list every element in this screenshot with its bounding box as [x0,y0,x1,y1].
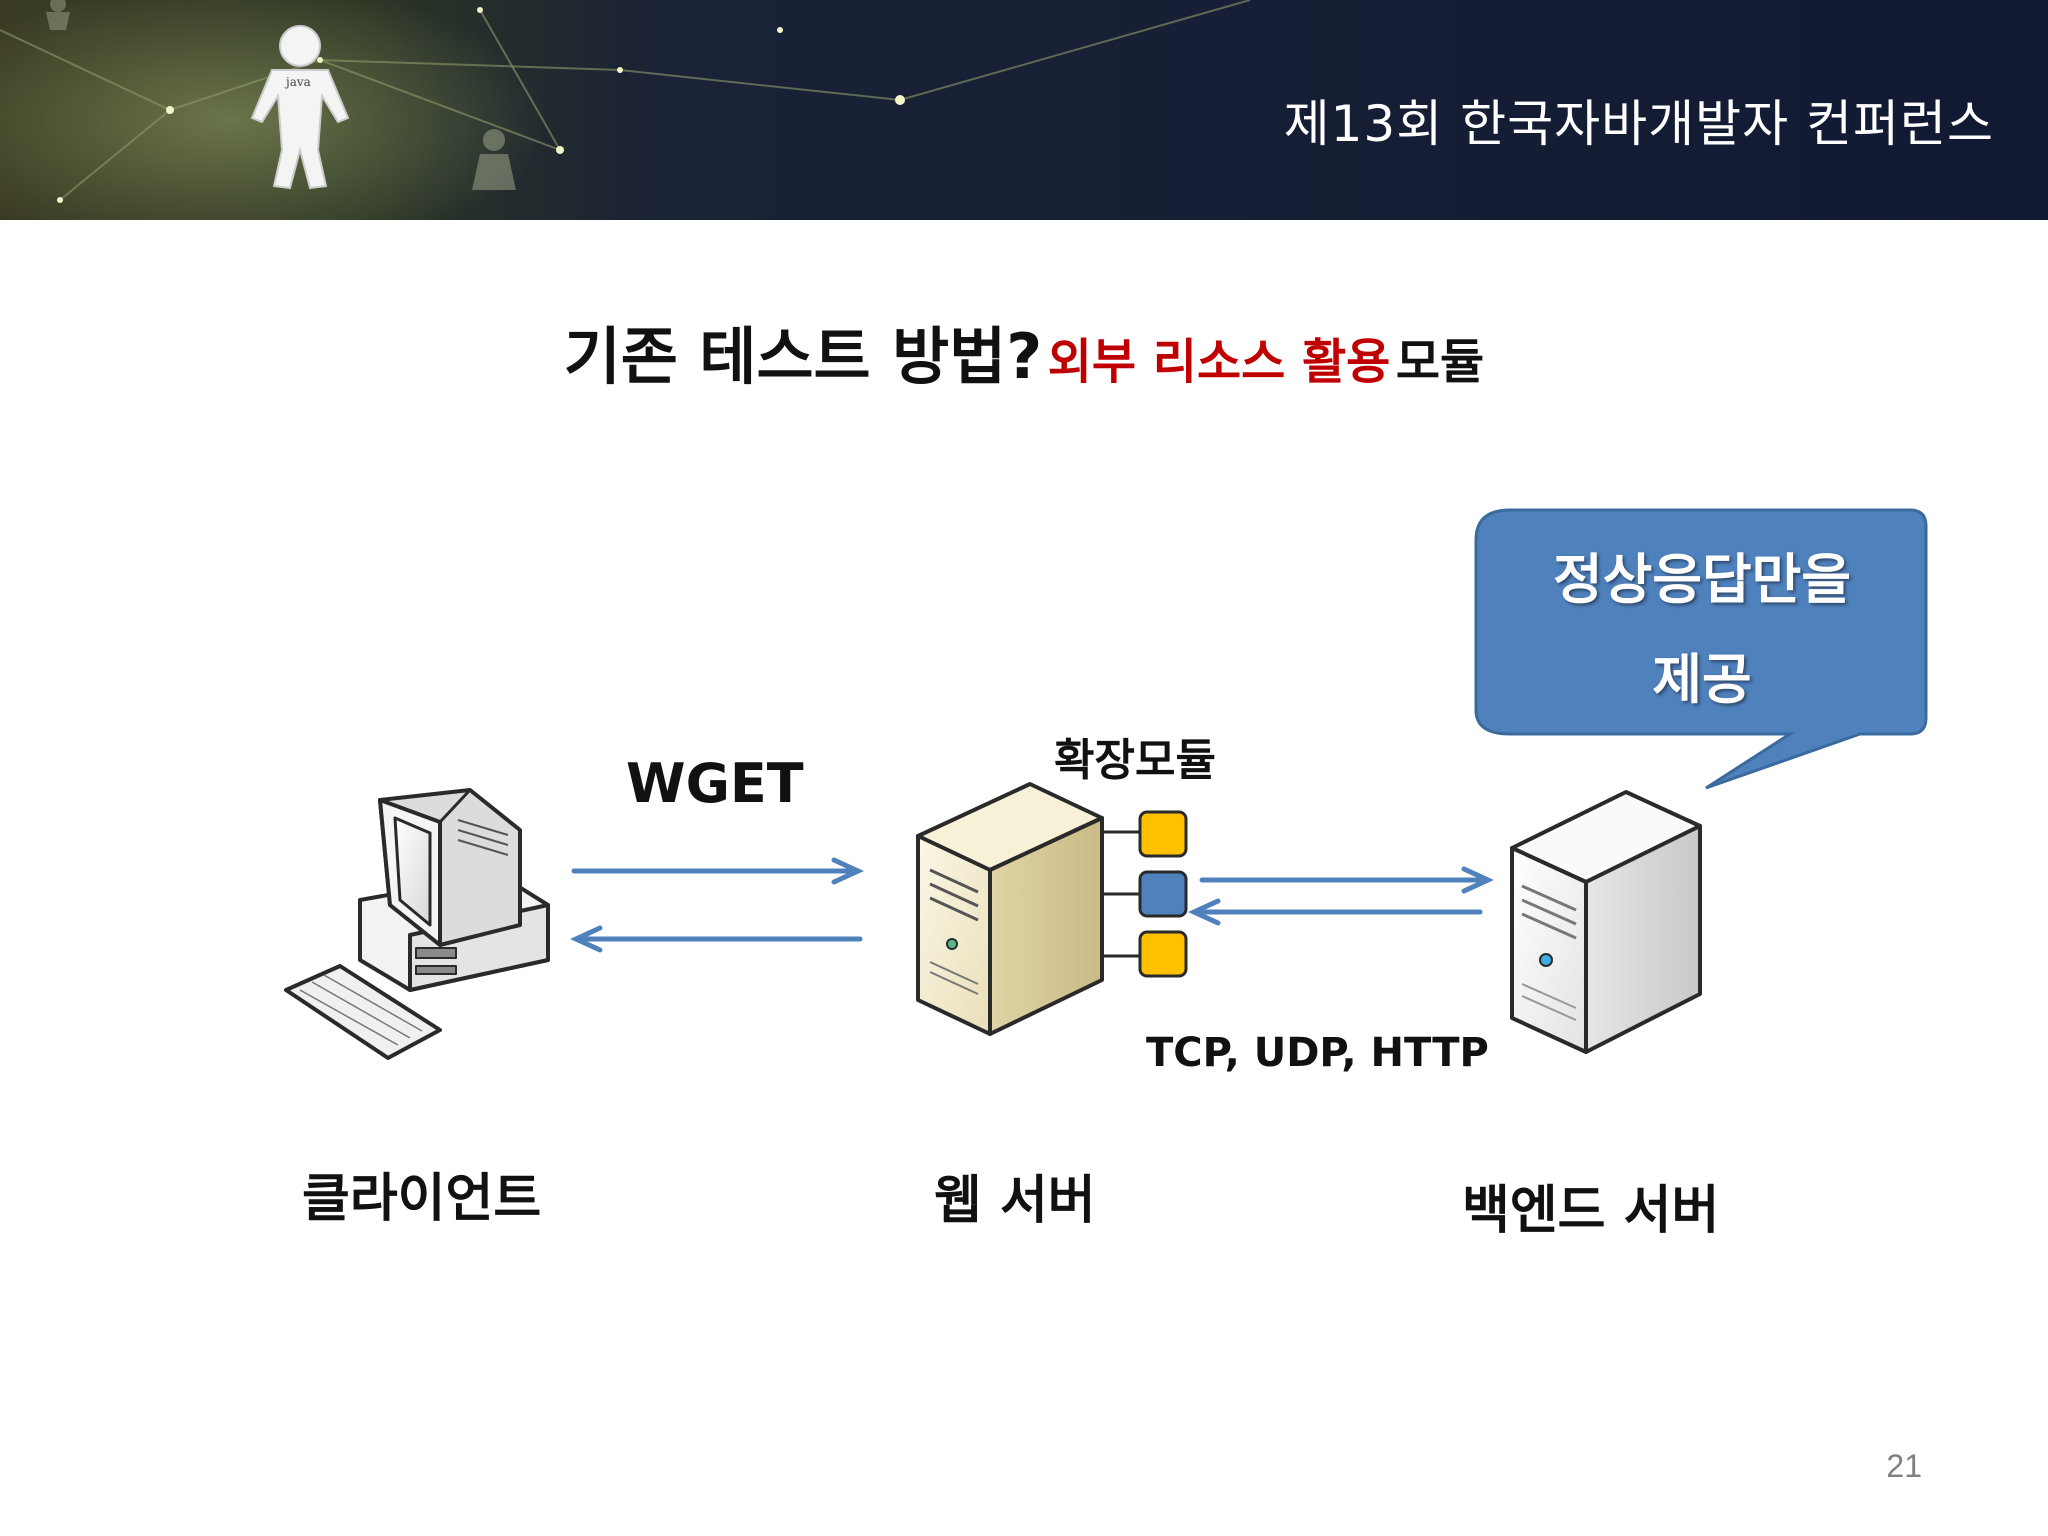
mascot-text: java [284,75,311,89]
client-web-arrows [569,857,865,953]
extension-modules [1102,810,1188,978]
web-backend-arrows [1187,866,1495,926]
constellation-lines [0,0,1251,201]
client-computer-icon [284,788,550,1060]
client-label: 클라이언트 [302,1169,542,1229]
heading-highlight: 외부 리소스 활용 [1047,334,1391,390]
callout-line-1: 정상응답만을 [1552,548,1852,611]
page-number: 21 [1886,1448,1922,1484]
web-server-icon [916,782,1104,1036]
callout-bubble [1474,508,1928,790]
slide-heading: 기존 테스트 방법? 외부 리소스 활용 모듈 [0,306,2048,396]
callout-line-2: 제공 [1652,648,1752,711]
faint-figure-icon-2 [46,0,70,30]
heading-main: 기존 테스트 방법? [563,320,1043,393]
stars [57,7,905,203]
java-mascot-icon [250,25,350,190]
callout-text: 정상응답만을 제공 [1478,530,1926,730]
header-banner: java [0,0,2048,220]
extension-module-label: 확장모듈 [1054,735,1216,786]
faint-figure-icon [472,129,516,190]
extension-module-3 [1138,930,1188,978]
conference-title: 제13회 한국자바개발자 컨퍼런스 [1283,95,1994,153]
wget-label: WGET [626,752,804,815]
backend-server-icon [1510,790,1702,1054]
backend-server-label: 백엔드 서버 [1462,1181,1720,1241]
web-server-label: 웹 서버 [934,1171,1096,1231]
heading-tail: 모듈 [1395,334,1485,390]
protocols-label: TCP, UDP, HTTP [1146,1030,1489,1076]
extension-module-2 [1138,870,1188,918]
extension-module-1 [1138,810,1188,858]
